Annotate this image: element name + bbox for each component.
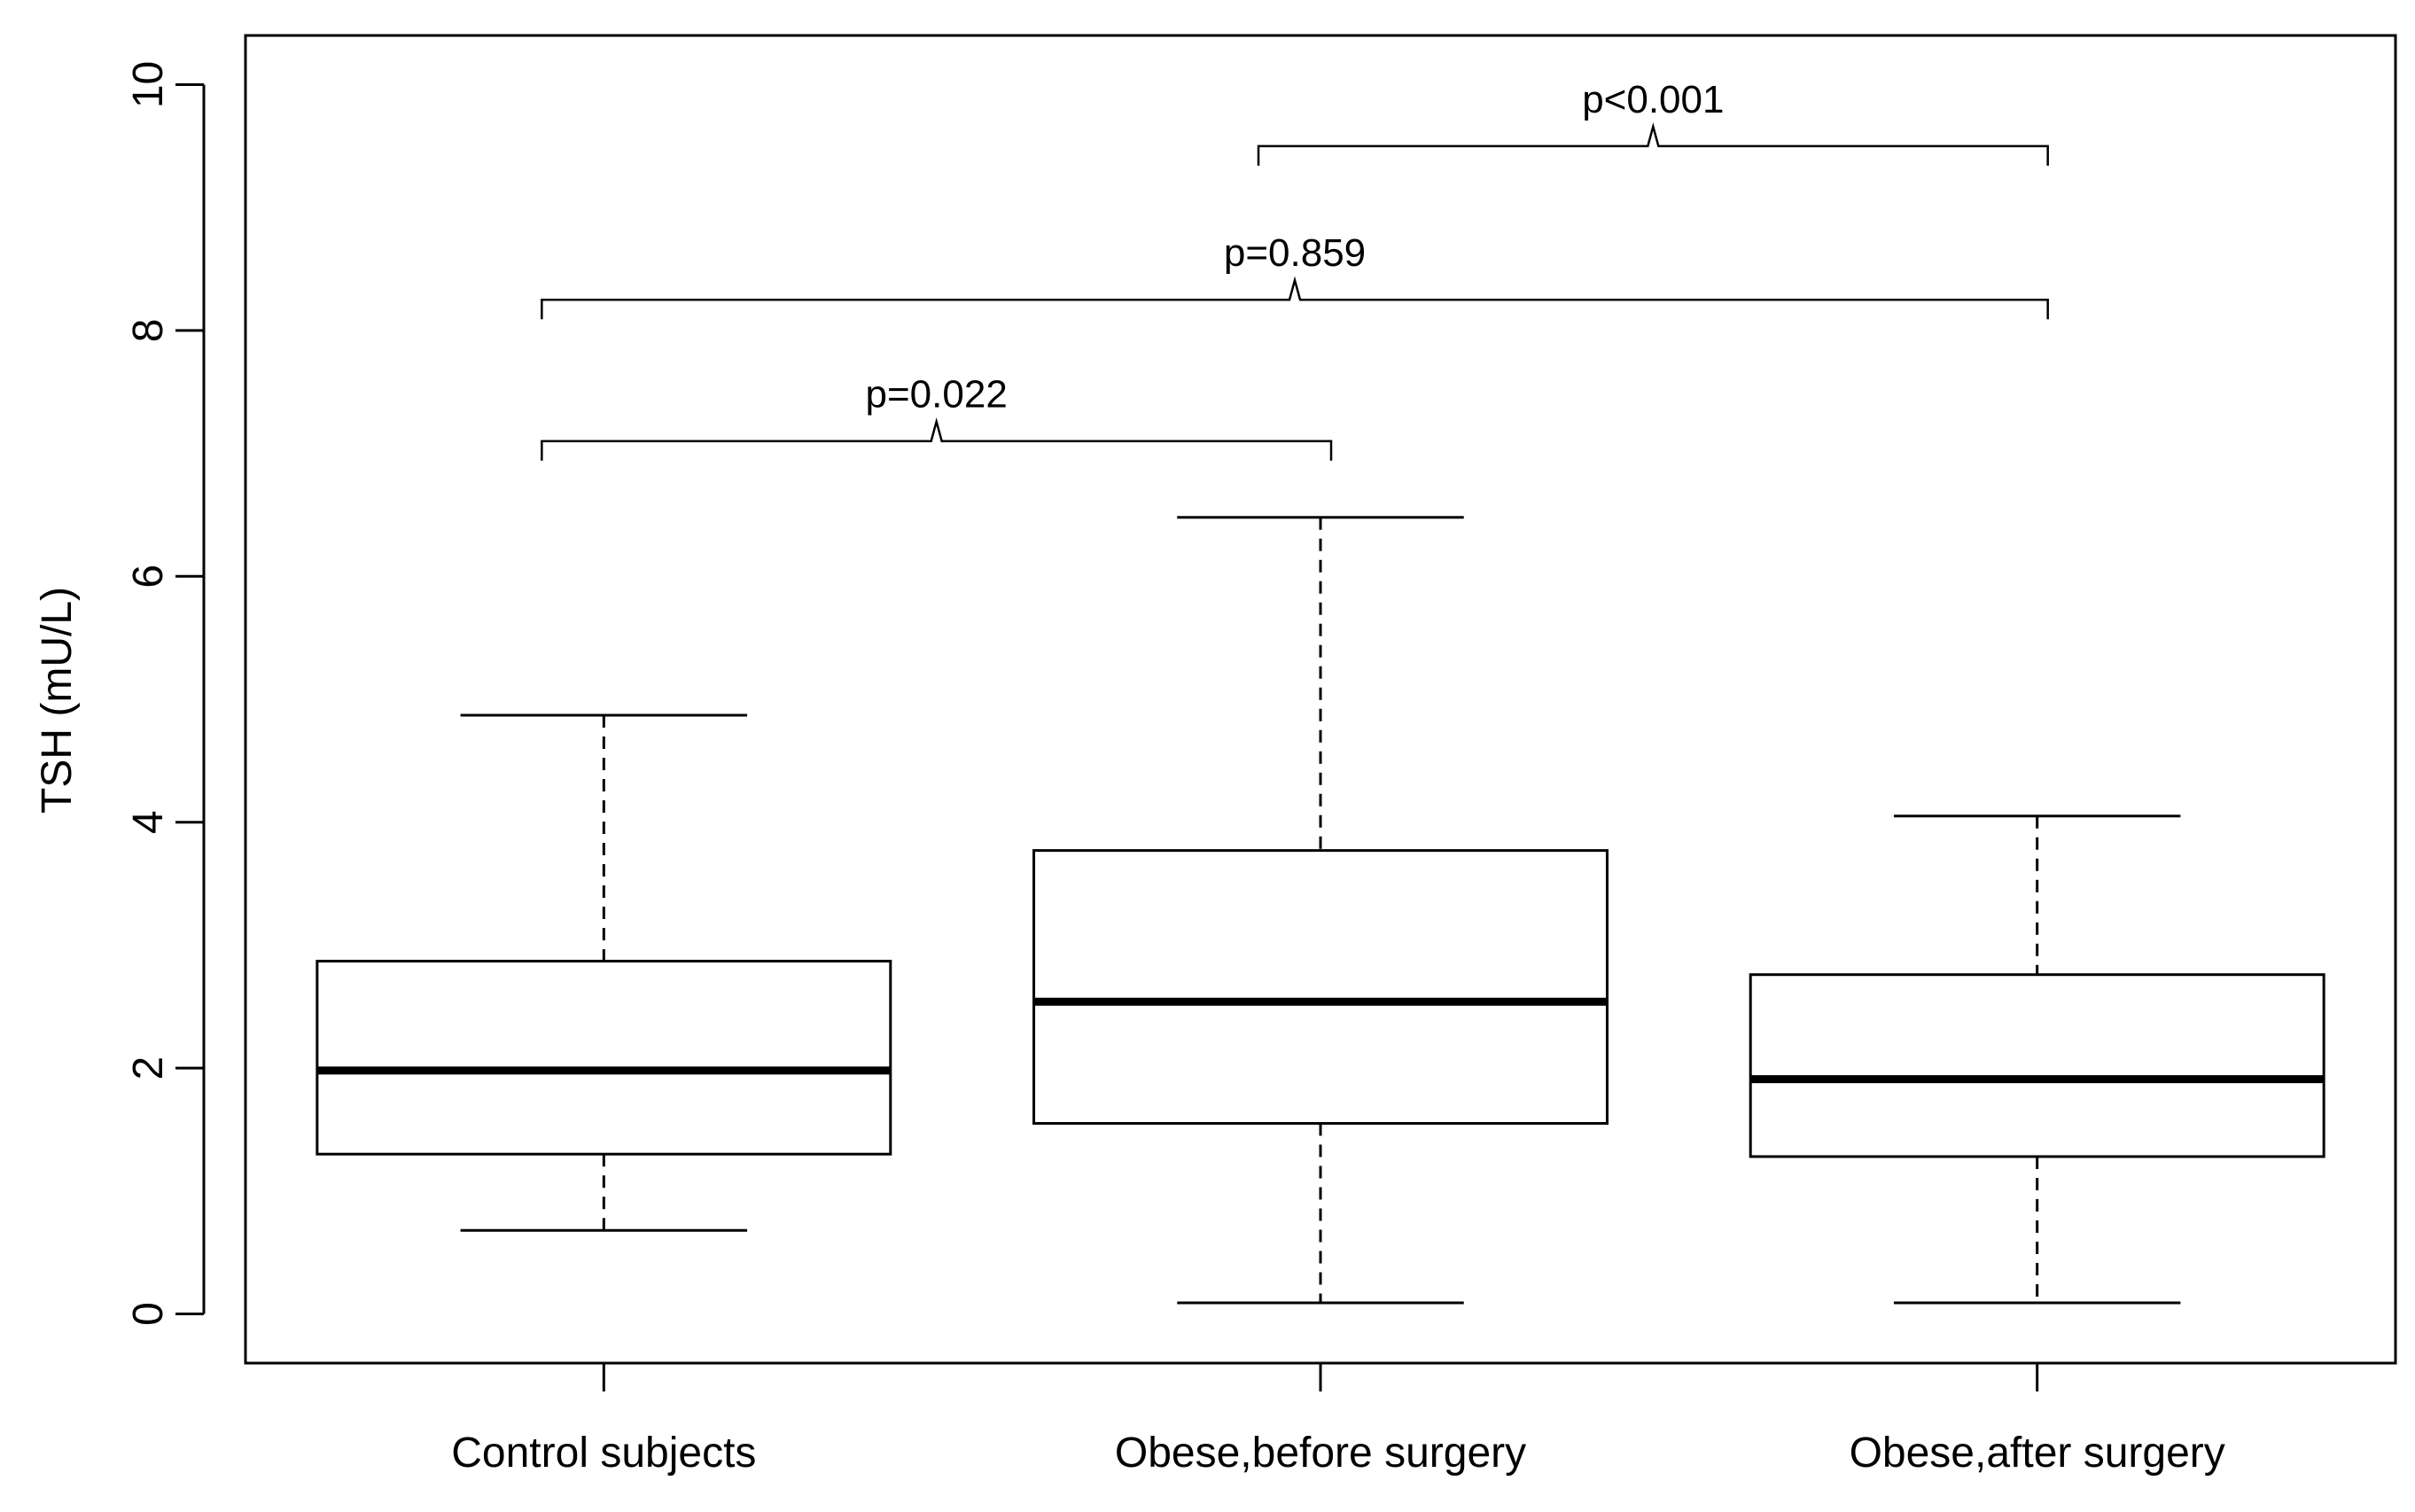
y-tick-label: 10 bbox=[125, 61, 172, 108]
box-2 bbox=[1749, 814, 2325, 1305]
significance-brackets: p=0.022 p=0.859 p<0.001 bbox=[541, 78, 2049, 461]
y-tick-label: 6 bbox=[125, 565, 172, 588]
p-value-label: p<0.001 bbox=[1582, 78, 1724, 121]
y-tick-label: 2 bbox=[125, 1056, 172, 1080]
bracket-line bbox=[541, 417, 1333, 461]
y-tick-label: 0 bbox=[125, 1302, 172, 1326]
bracket-0: p=0.022 bbox=[541, 373, 1333, 461]
y-tick-label: 4 bbox=[125, 810, 172, 834]
x-tick-label: Obese,after surgery bbox=[1850, 1430, 2225, 1477]
boxes bbox=[316, 516, 2325, 1305]
y-tick-label: 8 bbox=[125, 319, 172, 343]
iqr-box bbox=[1749, 973, 2325, 1158]
y-axis-title: TSH (mU/L) bbox=[34, 587, 81, 814]
bracket-1: p=0.859 bbox=[541, 231, 2049, 320]
bracket-line bbox=[1257, 122, 2049, 166]
p-value-label: p=0.859 bbox=[1224, 231, 1366, 275]
box-0 bbox=[316, 713, 892, 1232]
y-axis: 0 2 4 6 8 10 bbox=[125, 61, 206, 1326]
x-tick-label: Control subjects bbox=[451, 1430, 756, 1477]
iqr-box bbox=[316, 959, 892, 1156]
box-1 bbox=[1032, 516, 1609, 1305]
x-axis: Control subjects Obese,before surgery Obes… bbox=[451, 1363, 2225, 1477]
p-value-label: p=0.022 bbox=[866, 373, 1008, 417]
iqr-box bbox=[1032, 849, 1609, 1126]
bracket-line bbox=[541, 276, 2049, 320]
bracket-2: p<0.001 bbox=[1257, 78, 2049, 166]
x-tick-label: Obese,before surgery bbox=[1115, 1430, 1526, 1477]
